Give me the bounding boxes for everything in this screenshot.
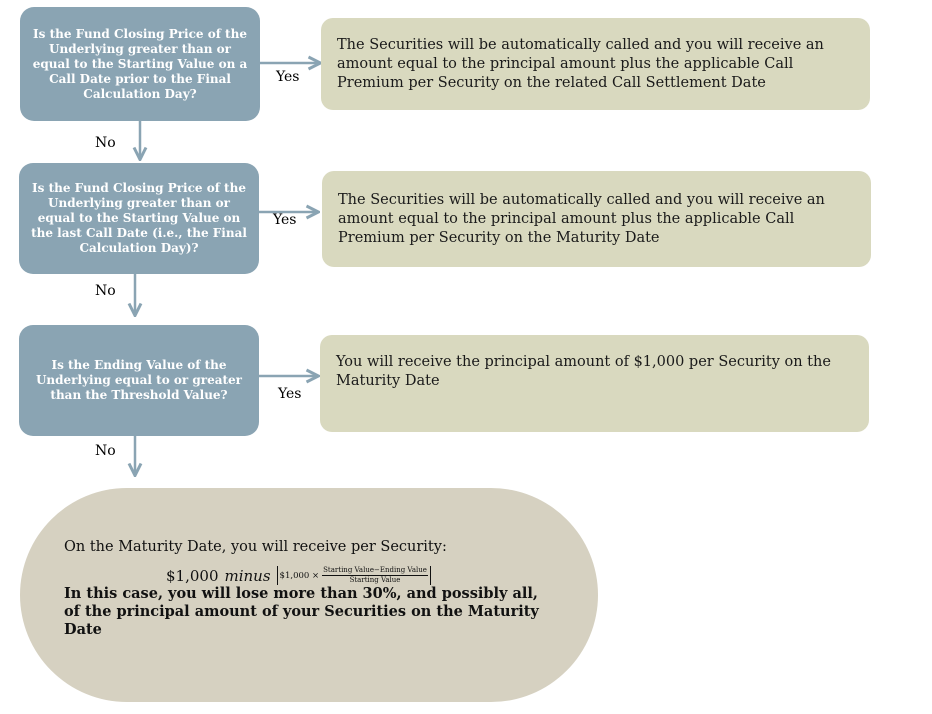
formula-denominator: Starting Value [349,576,401,584]
payout-formula: $1,000 minus $1,000 × Starting Value−End… [166,566,558,585]
question-box-3: Is the Ending Value of the Underlying eq… [19,325,259,436]
formula-amount: $1,000 [166,566,219,585]
outcome-box-2: The Securities will be automatically cal… [322,171,871,267]
question-box-2: Is the Fund Closing Price of the Underly… [19,163,259,274]
formula-bracket: $1,000 × Starting Value−Ending Value Sta… [276,566,431,585]
question-text-2: Is the Fund Closing Price of the Underly… [31,181,247,255]
no-label-2: No [95,283,116,299]
no-label-3: No [95,443,116,459]
question-box-1: Is the Fund Closing Price of the Underly… [20,7,260,121]
outcome-text-3: You will receive the principal amount of… [336,354,831,389]
no-label-1: No [95,135,116,151]
question-text-3: Is the Ending Value of the Underlying eq… [35,358,243,402]
formula-inner: $1,000 × [279,570,320,581]
yes-label-2: Yes [273,212,297,228]
final-intro-text: On the Maturity Date, you will receive p… [64,539,447,555]
final-outcome-box: On the Maturity Date, you will receive p… [20,488,598,702]
yes-label-3: Yes [278,386,302,402]
outcome-box-1: The Securities will be automatically cal… [321,18,870,110]
formula-fraction: Starting Value−Ending Value Starting Val… [322,566,428,585]
loss-warning-text: In this case, you will lose more than 30… [64,585,539,638]
outcome-text-1: The Securities will be automatically cal… [337,36,824,91]
outcome-text-2: The Securities will be automatically cal… [338,191,825,246]
formula-numerator: Starting Value−Ending Value [322,566,428,576]
yes-label-1: Yes [276,69,300,85]
outcome-box-3: You will receive the principal amount of… [320,335,869,432]
question-text-1: Is the Fund Closing Price of the Underly… [32,26,248,101]
formula-minus: minus [224,566,271,585]
